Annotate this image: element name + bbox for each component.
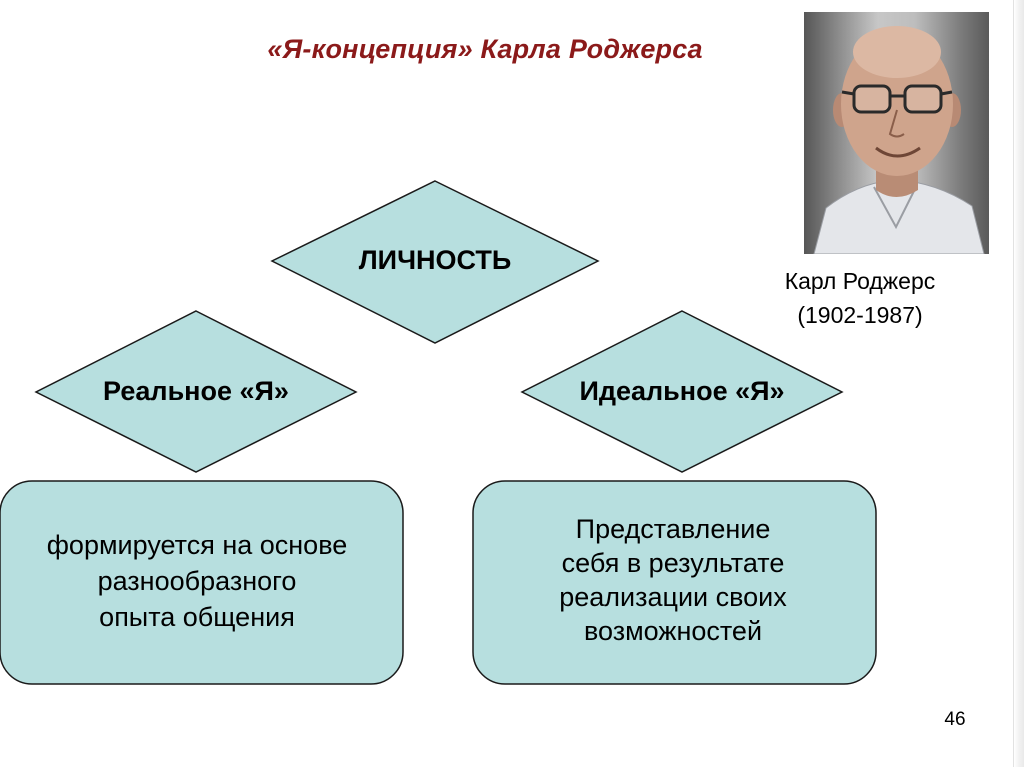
- ideal-self-description: Представление себя в результате реализац…: [478, 512, 868, 648]
- ideal-self-description-line: Представление: [575, 514, 771, 544]
- ideal-self-description-line: возможностей: [583, 616, 763, 646]
- ideal-self-diamond: [520, 310, 844, 473]
- portrait-caption: Карл Роджерс (1902-1987): [745, 264, 975, 332]
- portrait-photo: [804, 12, 989, 254]
- real-self-description: формируется на основе разнообразного опы…: [0, 527, 394, 635]
- portrait-caption-name: Карл Роджерс: [784, 268, 936, 294]
- real-self-description-line: опыта общения: [99, 602, 295, 632]
- ideal-self-box: [472, 480, 877, 685]
- real-self-description-line: формируется на основе: [46, 530, 348, 560]
- portrait-caption-years: (1902-1987): [797, 302, 923, 328]
- ideal-self-description-line: реализации своих: [559, 582, 787, 612]
- personality-diamond: [270, 180, 600, 344]
- real-self-box: [0, 480, 404, 685]
- portrait-illustration: [813, 26, 985, 254]
- slide-edge: [1013, 0, 1024, 767]
- real-self-diamond: [34, 310, 358, 473]
- ideal-self-label: Идеальное «Я»: [579, 376, 785, 406]
- real-self-description-line: разнообразного: [97, 566, 297, 596]
- ideal-self-description-line: себя в результате: [561, 548, 785, 578]
- slide-title: «Я-концепция» Карла Роджерса: [267, 34, 703, 64]
- real-self-label: Реальное «Я»: [103, 376, 289, 406]
- page-number: 46: [944, 709, 966, 730]
- personality-label: ЛИЧНОСТЬ: [358, 245, 512, 275]
